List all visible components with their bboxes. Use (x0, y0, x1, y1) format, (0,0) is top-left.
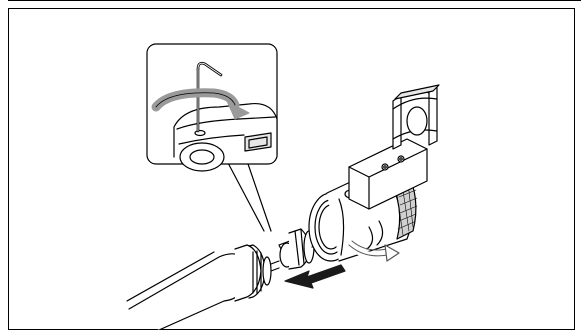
inset-magnified-view (147, 44, 277, 231)
header-rule (8, 0, 581, 1)
figure-frame (8, 8, 575, 330)
assembly-diagram (9, 9, 575, 330)
microphone-body (127, 245, 279, 330)
mounting-clamp (349, 85, 439, 209)
